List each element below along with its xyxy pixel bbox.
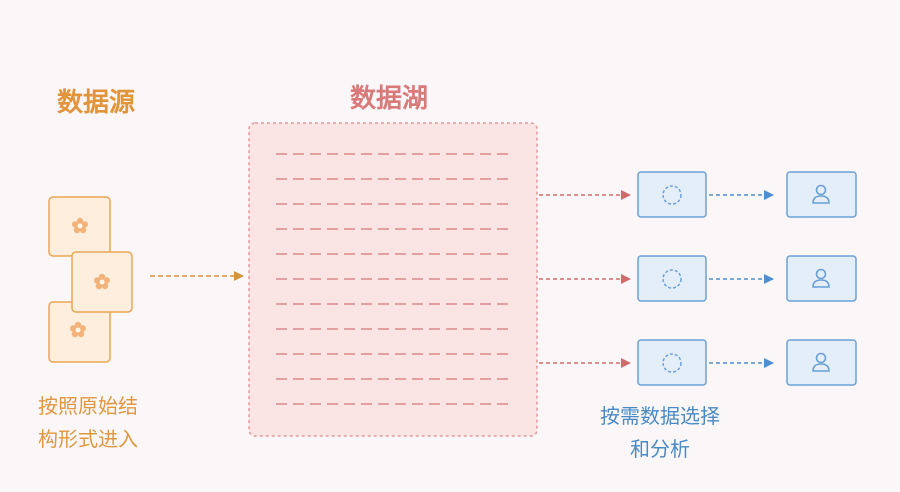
selection-box — [637, 255, 707, 302]
dashed-circle-icon — [662, 269, 682, 289]
data-lake-box — [248, 122, 538, 437]
caption-line: 按需数据选择 — [600, 404, 720, 428]
analysis-caption: 按需数据选择 和分析 — [585, 400, 735, 466]
dashed-circle-icon — [662, 353, 682, 373]
output-row — [539, 255, 857, 302]
caption-line: 构形式进入 — [38, 427, 138, 451]
data-lake-title: 数据湖 — [350, 84, 429, 114]
output-row — [539, 339, 857, 386]
selection-box — [637, 339, 707, 386]
dashed-circle-icon — [662, 185, 682, 205]
caption-line: 和分析 — [630, 437, 690, 461]
data-lake-records — [276, 153, 510, 405]
selection-box — [637, 171, 707, 218]
data-source-caption: 按照原始结 构形式进入 — [26, 390, 150, 456]
data-source-title: 数据源 — [57, 88, 136, 118]
source-file-card — [48, 196, 111, 257]
source-file-card — [71, 251, 133, 313]
output-row — [539, 171, 857, 218]
caption-line: 按照原始结 — [38, 394, 138, 418]
